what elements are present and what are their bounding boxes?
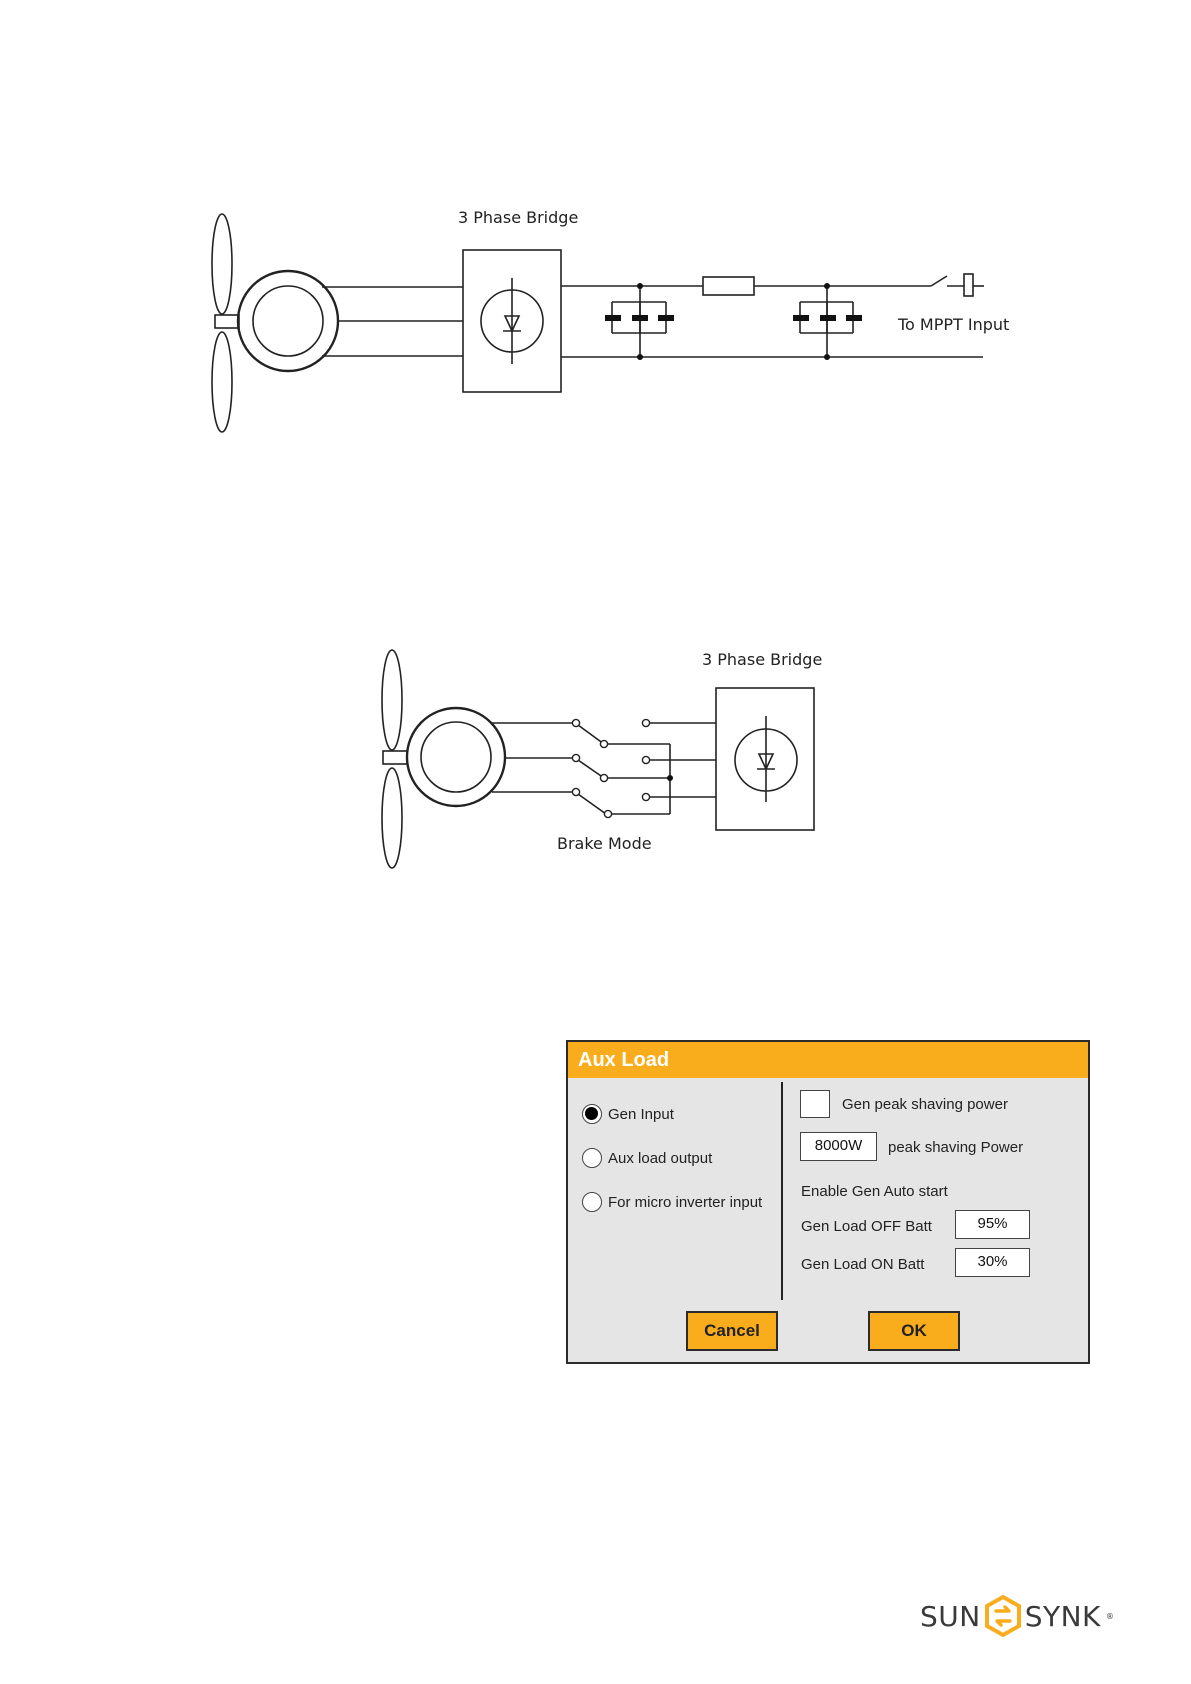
radio-aux-load-output[interactable]: Aux load output [582,1146,712,1170]
logo-mark-icon [985,1595,1021,1637]
gen-load-off-batt-input[interactable]: 95% [955,1210,1030,1239]
logo-text-left: SUN [920,1600,981,1633]
turbine2-blade-lower [382,768,402,868]
radio-selected-icon[interactable] [582,1104,602,1124]
dialog-title: Aux Load [568,1042,1088,1078]
logo-registered-mark: ® [1106,1612,1115,1621]
gen-load-off-batt-label: Gen Load OFF Batt [801,1218,932,1235]
aux-load-dialog: Aux Load Gen Input Aux load output For m… [566,1040,1090,1364]
logo-text-right: SYNK [1025,1600,1101,1633]
three-phase-bridge-box-2 [716,688,814,830]
radio-empty-icon[interactable] [582,1192,602,1212]
wind-turbine-brake-diagram [0,0,1191,900]
gen-peak-shaving-checkbox[interactable] [800,1090,830,1118]
cancel-button[interactable]: Cancel [686,1311,778,1351]
sunsynk-logo: SUN SYNK ® [920,1594,1114,1638]
dialog-divider [781,1082,783,1300]
radio-empty-icon[interactable] [582,1148,602,1168]
peak-shaving-power-label: peak shaving Power [888,1139,1023,1156]
radio-micro-inverter-input-label: For micro inverter input [608,1194,762,1211]
turbine2-blade-upper [382,650,402,750]
gen-load-on-batt-input[interactable]: 30% [955,1248,1030,1277]
bridge-label-2: 3 Phase Bridge [702,650,822,669]
generator2-inner [421,722,491,792]
radio-micro-inverter-input[interactable]: For micro inverter input [582,1190,762,1214]
ok-button[interactable]: OK [868,1311,960,1351]
brake-mode-label: Brake Mode [557,834,652,853]
radio-gen-input[interactable]: Gen Input [582,1102,674,1126]
radio-aux-load-output-label: Aux load output [608,1150,712,1167]
turbine2-hub [383,751,407,764]
radio-gen-input-label: Gen Input [608,1106,674,1123]
gen-peak-shaving-label: Gen peak shaving power [842,1096,1008,1113]
gen-load-on-batt-label: Gen Load ON Batt [801,1256,924,1273]
enable-gen-auto-start-label: Enable Gen Auto start [801,1183,948,1200]
peak-shaving-power-input[interactable]: 8000W [800,1132,877,1161]
